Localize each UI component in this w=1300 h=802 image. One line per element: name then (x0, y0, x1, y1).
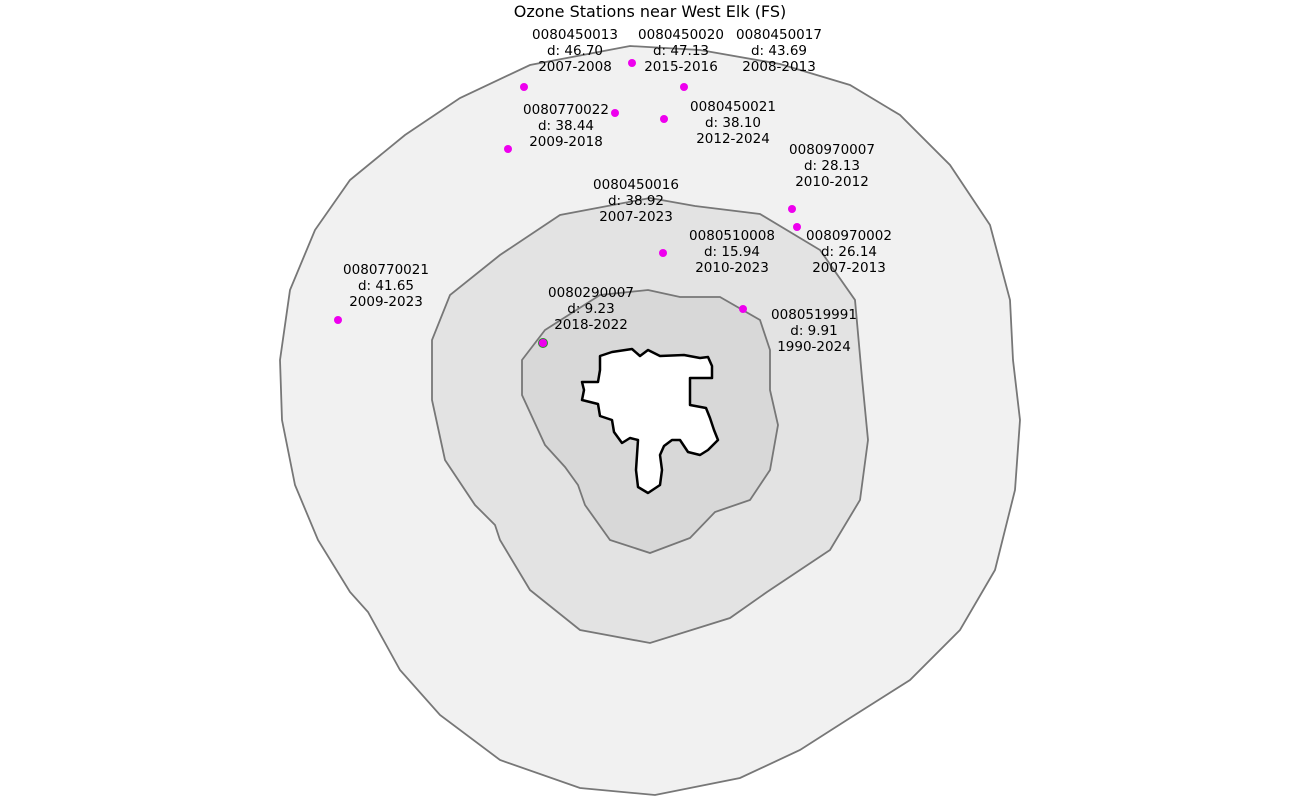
station-id-label: 0080450017 (736, 27, 822, 43)
station-years-label: 2010-2023 (695, 260, 769, 276)
station-id-label: 0080970007 (789, 142, 875, 158)
station-marker (793, 223, 801, 231)
station-years-label: 2007-2013 (812, 260, 886, 276)
station-marker (539, 339, 547, 347)
station-id-label: 0080290007 (548, 285, 634, 301)
station-years-label: 2012-2024 (696, 131, 770, 147)
station-id-label: 0080450013 (532, 27, 618, 43)
station-years-label: 2009-2018 (529, 134, 603, 150)
station-marker (660, 115, 668, 123)
station-marker (611, 109, 619, 117)
station-distance-label: d: 41.65 (358, 278, 414, 294)
station-marker (520, 83, 528, 91)
station-distance-label: d: 38.10 (705, 115, 761, 131)
station-marker (680, 83, 688, 91)
station-distance-label: d: 43.69 (751, 43, 807, 59)
station-id-label: 0080770021 (343, 262, 429, 278)
station-years-label: 2010-2012 (795, 174, 869, 190)
station-years-label: 2009-2023 (349, 294, 423, 310)
chart-title: Ozone Stations near West Elk (FS) (514, 2, 787, 21)
station-years-label: 2008-2013 (742, 59, 816, 75)
station-id-label: 0080770022 (523, 102, 609, 118)
station-distance-label: d: 46.70 (547, 43, 603, 59)
station-distance-label: d: 15.94 (704, 244, 760, 260)
station-id-label: 0080450016 (593, 177, 679, 193)
station-marker (504, 145, 512, 153)
station-years-label: 2007-2008 (538, 59, 612, 75)
station-years-label: 2018-2022 (554, 317, 628, 333)
station-years-label: 2007-2023 (599, 209, 673, 225)
station-distance-label: d: 28.13 (804, 158, 860, 174)
station-distance-label: d: 38.44 (538, 118, 594, 134)
station-distance-label: d: 9.91 (790, 323, 837, 339)
station-id-label: 0080510008 (689, 228, 775, 244)
station-marker (628, 59, 636, 67)
station-distance-label: d: 26.14 (821, 244, 877, 260)
station-distance-label: d: 9.23 (567, 301, 614, 317)
station-id-label: 0080519991 (771, 307, 857, 323)
station-marker (659, 249, 667, 257)
station-id-label: 0080970002 (806, 228, 892, 244)
station-distance-label: d: 47.13 (653, 43, 709, 59)
wilderness-boundary (580, 347, 720, 495)
station-years-label: 1990-2024 (777, 339, 851, 355)
station-marker (334, 316, 342, 324)
station-distance-label: d: 38.92 (608, 193, 664, 209)
station-marker (788, 205, 796, 213)
station-years-label: 2015-2016 (644, 59, 718, 75)
station-id-label: 0080450020 (638, 27, 724, 43)
station-id-label: 0080450021 (690, 99, 776, 115)
station-marker (739, 305, 747, 313)
